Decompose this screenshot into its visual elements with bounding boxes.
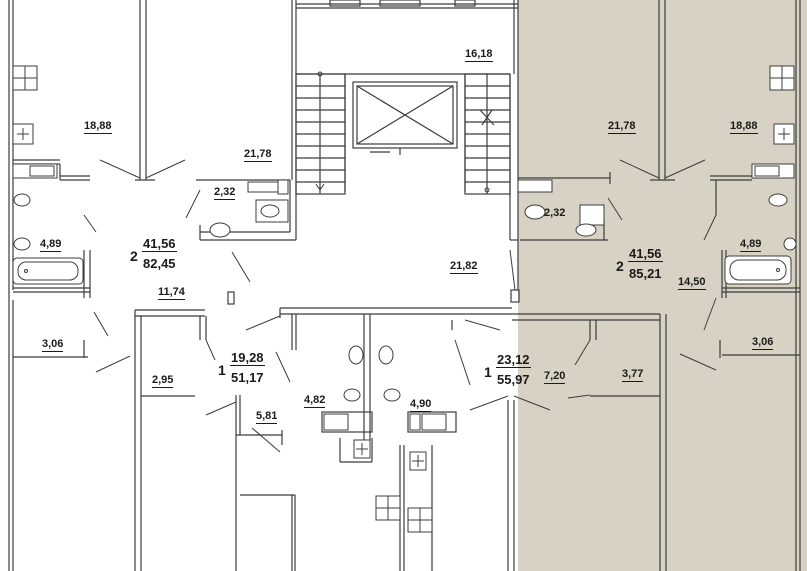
- room-area-label: 16,18: [465, 48, 493, 62]
- apartment-total-area: 82,45: [143, 256, 176, 271]
- room-area-label: 21,78: [244, 148, 272, 162]
- room-area-label: 3,06: [42, 338, 64, 352]
- walls: [8, 0, 801, 571]
- apartment-total-area: 51,17: [231, 370, 264, 385]
- room-area-label: 4,89: [740, 238, 762, 252]
- room-area-label: 2,95: [152, 374, 174, 388]
- apartment-marker: 1 23,12 55,97: [484, 352, 544, 392]
- apartment-living-area: 23,12: [496, 352, 531, 368]
- apartment-rooms: 2: [130, 248, 138, 264]
- apartment-rooms: 1: [218, 362, 226, 378]
- apartment-living-area: 41,56: [628, 246, 663, 262]
- fixtures: [12, 65, 797, 533]
- room-area-label: 18,88: [84, 120, 112, 134]
- room-area-label: 3,06: [752, 336, 774, 350]
- apartment-marker: 2 41,56 82,45: [130, 236, 190, 276]
- highlighted-apartment: [518, 0, 807, 571]
- room-area-label: 4,89: [40, 238, 62, 252]
- room-area-label: 21,78: [608, 120, 636, 134]
- room-area-label: 18,88: [730, 120, 758, 134]
- room-area-label: 11,74: [158, 286, 185, 300]
- room-area-label: 4,90: [410, 398, 432, 412]
- door-swings: [83, 159, 717, 453]
- room-area-label: 2,32: [214, 186, 236, 200]
- room-area-label: 3,77: [622, 368, 644, 382]
- room-area-label: 14,50: [678, 276, 706, 290]
- apartment-total-area: 85,21: [629, 266, 662, 281]
- apartment-living-area: 41,56: [142, 236, 177, 252]
- room-area-label: 21,82: [450, 260, 478, 274]
- room-area-label: 7,20: [544, 370, 566, 384]
- apartment-rooms: 2: [616, 258, 624, 274]
- apartment-rooms: 1: [484, 364, 492, 380]
- room-area-label: 2,32: [544, 207, 566, 219]
- apartment-total-area: 55,97: [497, 372, 530, 387]
- room-area-label: 5,81: [256, 410, 278, 424]
- apartment-marker: 1 19,28 51,17: [218, 350, 278, 390]
- stair-arrows: [315, 71, 490, 193]
- room-area-label: 4,82: [304, 394, 326, 408]
- apartment-living-area: 19,28: [230, 350, 265, 366]
- apartment-marker: 2 41,56 85,21: [616, 246, 676, 286]
